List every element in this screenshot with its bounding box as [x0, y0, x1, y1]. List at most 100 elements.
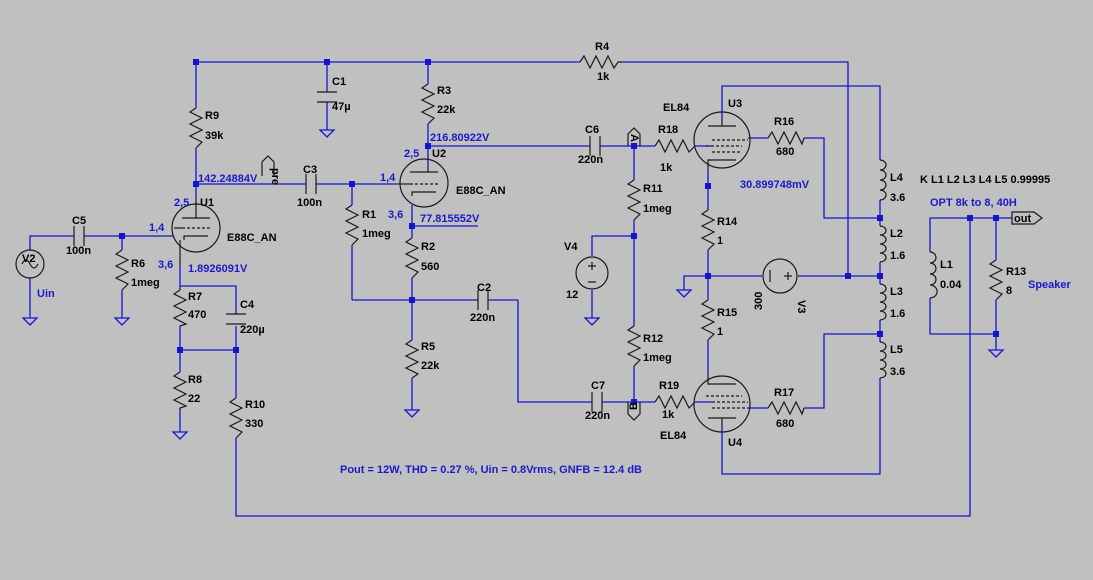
svg-text:C7: C7	[591, 380, 605, 392]
svg-text:22k: 22k	[421, 360, 440, 372]
resistor-r6[interactable]: R6 1meg	[114, 249, 160, 291]
junctions	[119, 59, 999, 405]
svg-text:A: A	[628, 134, 640, 142]
resistor-r7[interactable]: R7 470	[172, 289, 206, 327]
source-v3[interactable]: V3 300	[753, 258, 807, 313]
svg-text:C6: C6	[585, 124, 599, 136]
svg-text:R17: R17	[774, 387, 794, 399]
svg-text:EL84: EL84	[660, 430, 687, 442]
resistor-r4[interactable]: R4 1k	[579, 41, 622, 83]
voltage-u2-cathode: 77.815552V	[420, 213, 480, 225]
svg-text:R8: R8	[188, 374, 202, 386]
svg-text:C5: C5	[72, 215, 86, 227]
resistor-r16[interactable]: R16 680	[767, 116, 805, 158]
svg-text:L2: L2	[890, 228, 903, 240]
resistor-r1[interactable]: R1 1meg	[344, 204, 391, 246]
svg-text:pre: pre	[269, 168, 281, 185]
svg-text:C4: C4	[240, 299, 255, 311]
tube-u1[interactable]: 2,5 U1 1,4 3,6 E88C_AN	[149, 197, 277, 271]
inductor-l1[interactable]: L1 0.04	[929, 251, 962, 299]
resistor-r5[interactable]: R5 22k	[404, 339, 440, 379]
svg-text:R11: R11	[643, 183, 663, 195]
svg-text:100n: 100n	[66, 245, 91, 257]
svg-text:1k: 1k	[662, 409, 675, 421]
svg-text:330: 330	[245, 418, 263, 430]
tube-u3[interactable]: U3 EL84	[663, 98, 751, 169]
svg-text:220n: 220n	[470, 312, 495, 324]
svg-text:R18: R18	[658, 124, 678, 136]
source-v4[interactable]: V4 12	[564, 241, 609, 301]
resistor-r12[interactable]: R12 1meg	[626, 325, 672, 367]
svg-text:39k: 39k	[205, 130, 224, 142]
svg-text:1.6: 1.6	[890, 250, 905, 262]
svg-text:L1: L1	[940, 259, 953, 271]
svg-text:22: 22	[188, 393, 200, 405]
capacitor-c5[interactable]: C5 100n	[66, 215, 91, 257]
svg-text:U3: U3	[728, 98, 742, 110]
svg-text:220n: 220n	[585, 410, 610, 422]
svg-text:R13: R13	[1006, 266, 1026, 278]
capacitor-c4[interactable]: C4 220µ	[226, 299, 265, 336]
svg-text:1meg: 1meg	[643, 352, 672, 364]
svg-text:C2: C2	[477, 282, 491, 294]
svg-text:220n: 220n	[578, 154, 603, 166]
tube-u4[interactable]: U4 EL84	[660, 375, 751, 449]
svg-text:R14: R14	[717, 216, 738, 228]
inductor-l5[interactable]: L5 3.6	[879, 341, 905, 379]
svg-text:470: 470	[188, 309, 206, 321]
svg-text:47µ: 47µ	[332, 101, 351, 113]
resistor-r3[interactable]: R3 22k	[420, 83, 456, 125]
resistor-r17[interactable]: R17 680	[767, 387, 805, 430]
svg-text:R7: R7	[188, 291, 202, 303]
resistor-r11[interactable]: R11 1meg	[626, 179, 672, 221]
resistor-r9[interactable]: R9 39k	[188, 107, 224, 149]
svg-text:1meg: 1meg	[362, 228, 391, 240]
svg-text:1: 1	[717, 235, 723, 247]
capacitor-c7[interactable]: C7 220n	[585, 380, 610, 422]
spice-directives: K L1 L2 L3 L4 L5 0.99995 OPT 8k to 8, 40…	[340, 174, 1072, 476]
svg-text:300: 300	[753, 292, 765, 310]
svg-text:1k: 1k	[597, 71, 610, 83]
resistor-r18[interactable]: R18 1k	[654, 124, 696, 174]
resistor-r8[interactable]: R8 22	[172, 371, 202, 409]
svg-text:3,6: 3,6	[158, 259, 173, 271]
inductor-l4[interactable]: L4 3.6	[879, 159, 905, 204]
tube-u2[interactable]: 2,5 U2 1,4 3,6 E88C_AN	[380, 148, 506, 221]
svg-text:L4: L4	[890, 172, 904, 184]
svg-text:1,4: 1,4	[149, 222, 165, 234]
svg-text:0.04: 0.04	[940, 279, 962, 291]
svg-text:1meg: 1meg	[643, 203, 672, 215]
source-v2[interactable]: V2 Uin	[15, 249, 55, 300]
node-voltages: 142.24884V 1.8926091V 216.80922V 77.8155…	[188, 132, 810, 275]
svg-text:U4: U4	[728, 437, 743, 449]
svg-text:220µ: 220µ	[240, 324, 265, 336]
resistor-r14[interactable]: R14 1	[700, 209, 738, 251]
svg-text:C3: C3	[303, 164, 317, 176]
svg-text:E88C_AN: E88C_AN	[227, 232, 277, 244]
inductor-l2[interactable]: L2 1.6	[879, 225, 905, 263]
svg-text:8: 8	[1006, 285, 1012, 297]
svg-text:100n: 100n	[297, 197, 322, 209]
svg-text:C1: C1	[332, 76, 346, 88]
voltage-u1-cathode: 1.8926091V	[188, 263, 248, 275]
svg-text:3.6: 3.6	[890, 366, 905, 378]
capacitor-c3[interactable]: C3 100n	[297, 164, 322, 209]
svg-text:3.6: 3.6	[890, 192, 905, 204]
svg-text:R10: R10	[245, 399, 265, 411]
svg-text:EL84: EL84	[663, 102, 690, 114]
capacitor-c6[interactable]: C6 220n	[578, 124, 603, 166]
inductor-l3[interactable]: L3 1.6	[879, 283, 905, 321]
resistor-r19[interactable]: R19 1k	[654, 380, 696, 421]
resistor-r15[interactable]: R15 1	[700, 299, 737, 341]
svg-text:V2: V2	[22, 253, 35, 265]
svg-text:R1: R1	[362, 209, 376, 221]
resistor-r2[interactable]: R2 560	[404, 237, 439, 279]
capacitor-c2[interactable]: C2 220n	[470, 282, 495, 324]
svg-text:V4: V4	[564, 241, 578, 253]
resistor-r10[interactable]: R10 330	[228, 397, 265, 439]
capacitor-c1[interactable]: C1 47µ	[317, 76, 351, 113]
svg-text:R2: R2	[421, 241, 435, 253]
svg-text:B: B	[628, 402, 640, 410]
resistor-r13[interactable]: R13 8	[988, 259, 1026, 301]
